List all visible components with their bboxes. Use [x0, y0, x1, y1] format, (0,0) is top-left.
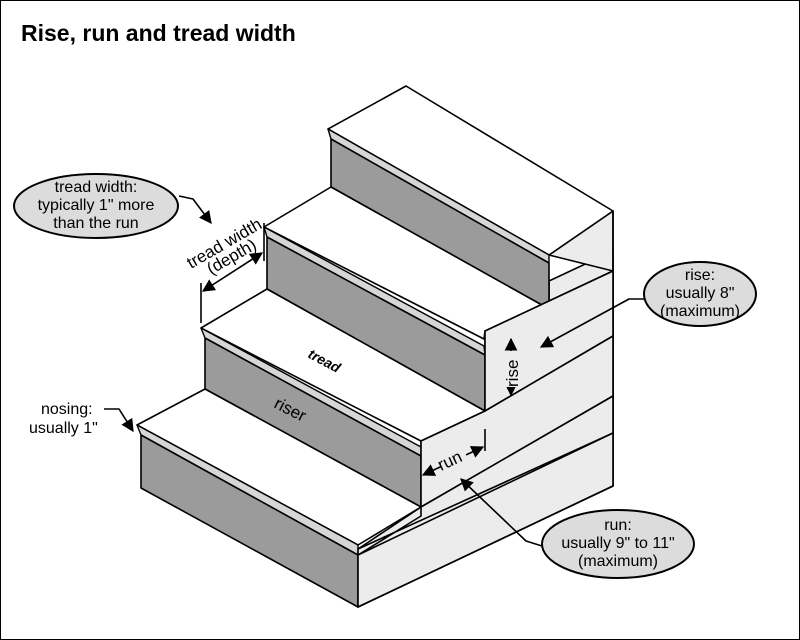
step-4 — [327, 85, 614, 310]
rise-dimension: rise — [499, 337, 523, 397]
callout-run-line1: run: — [604, 517, 632, 534]
nosing-annotation: nosing: usually 1" — [29, 401, 134, 437]
rise-dim-label: rise — [503, 360, 522, 387]
page-title: Rise, run and tread width — [21, 20, 296, 46]
callout-run-line3: (maximum) — [578, 553, 658, 570]
callout-tread-width-line1: tread width: — [55, 179, 138, 196]
callout-tread-width-line3: than the run — [53, 215, 138, 232]
step-1 — [136, 388, 614, 608]
callout-tread-width-line2: typically 1" more — [38, 197, 155, 214]
callout-tread-width: tread width: typically 1" more than the … — [13, 173, 212, 239]
callout-rise-line2: usually 8" — [666, 285, 735, 302]
nosing-label-line1: nosing: — [41, 401, 93, 418]
callout-rise-line1: rise: — [685, 267, 715, 284]
callout-run: run: usually 9" to 11" (maximum) — [460, 478, 695, 579]
callout-rise-line3: (maximum) — [660, 303, 740, 320]
callout-rise: rise: usually 8" (maximum) — [539, 261, 757, 348]
nosing-label-line2: usually 1" — [29, 420, 98, 437]
callout-run-line2: usually 9" to 11" — [561, 535, 674, 552]
